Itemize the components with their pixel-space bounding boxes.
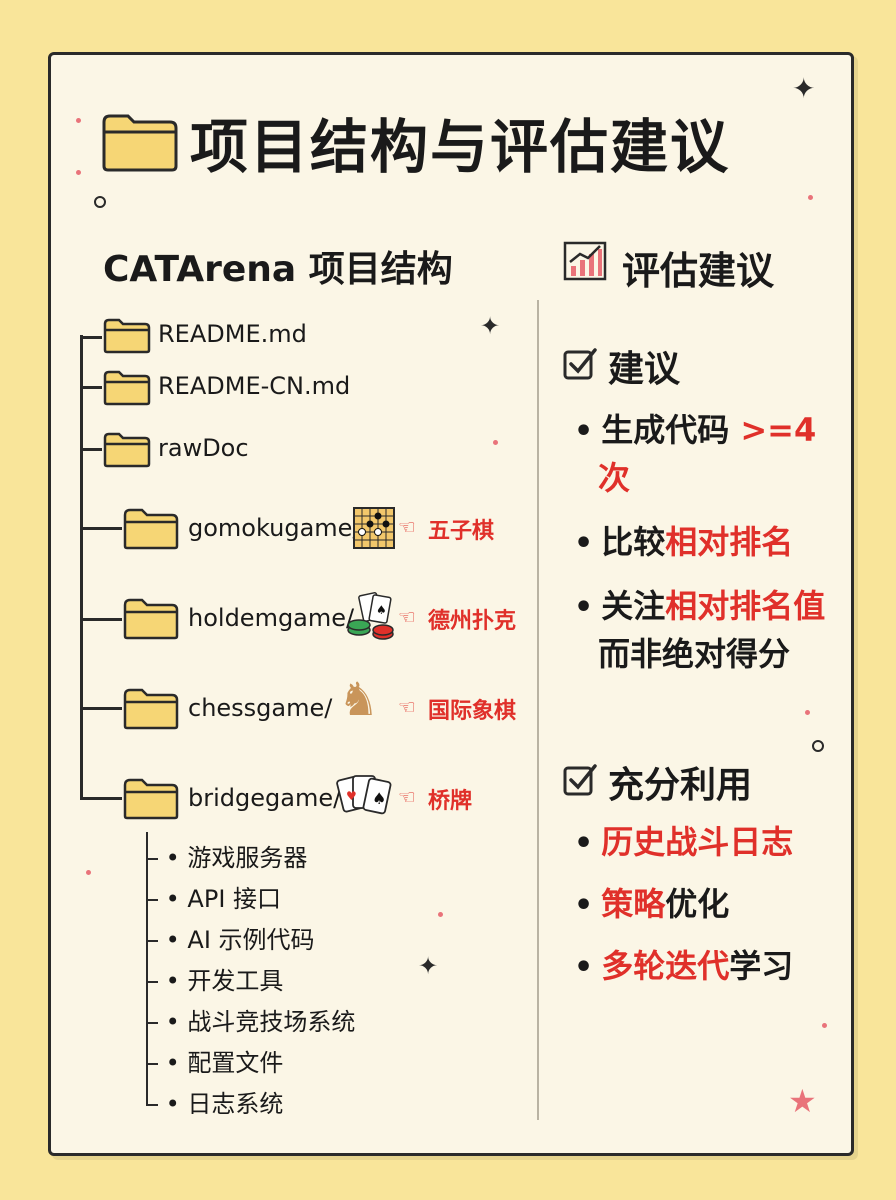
project-structure-heading: CATArena 项目结构 [103, 249, 453, 290]
folder-rawdoc[interactable]: rawDoc [158, 434, 249, 462]
sub-tree-trunk [146, 832, 148, 1104]
tree-branch [80, 618, 122, 621]
tree-trunk [80, 335, 83, 800]
chess-tag: 国际象棋 [428, 699, 517, 724]
pointing-hand-icon: ☜ [398, 605, 416, 629]
suggestions-heading: 建议 [608, 349, 681, 390]
file-readme[interactable]: README.md [158, 320, 307, 348]
component-item: • 日志系统 [146, 1084, 355, 1125]
dot-decoration [805, 710, 810, 715]
circle-decoration [812, 740, 824, 752]
folder-icon [123, 686, 179, 734]
title-folder-icon [100, 108, 180, 178]
poker-chips-icon: ♠ [345, 590, 397, 646]
tree-branch [80, 707, 122, 710]
evaluation-heading: 评估建议 [622, 249, 775, 293]
chess-knight-icon: ♞ [338, 672, 380, 726]
gomoku-tag: 五子棋 [428, 519, 495, 544]
dot-decoration [438, 912, 443, 917]
component-item: • AI 示例代码 [146, 920, 355, 961]
component-item: • 配置文件 [146, 1043, 355, 1084]
tree-branch [80, 527, 122, 530]
sparkle-icon: ✦ [792, 72, 816, 105]
circle-decoration [94, 196, 106, 208]
component-item: • API 接口 [146, 879, 355, 920]
svg-text:♠: ♠ [372, 789, 386, 808]
dot-decoration [808, 195, 813, 200]
pointing-hand-icon: ☜ [398, 515, 416, 539]
checkbox-icon [562, 762, 598, 802]
folder-gomokugame[interactable]: gomokugame/ [188, 514, 361, 542]
svg-text:♥: ♥ [346, 789, 357, 803]
svg-text:♠: ♠ [376, 603, 387, 617]
folder-chessgame[interactable]: chessgame/ [188, 694, 333, 722]
holdem-tag: 德州扑克 [428, 609, 517, 634]
playing-cards-icon: ♥ ♠ [336, 772, 392, 824]
chart-icon [562, 240, 608, 286]
component-item: • 开发工具 [146, 961, 355, 1002]
make-use-heading: 充分利用 [608, 765, 753, 806]
usage-item: •策略优化 [574, 885, 730, 923]
folder-icon [123, 776, 179, 824]
dot-decoration [76, 170, 81, 175]
content-card [48, 52, 854, 1156]
folder-icon [103, 430, 151, 472]
tree-branch [80, 448, 102, 451]
tree-branch [80, 386, 102, 389]
component-list: • 游戏服务器 • API 接口 • AI 示例代码 • 开发工具 • 战斗竞技… [146, 838, 355, 1125]
folder-icon [123, 596, 179, 644]
suggestion-item: •生成代码 >=4 次 [574, 411, 817, 497]
usage-item: •多轮迭代学习 [574, 947, 794, 985]
sparkle-icon: ✦ [418, 952, 439, 980]
star-icon: ★ [788, 1082, 817, 1120]
dot-decoration [493, 440, 498, 445]
tree-branch [80, 336, 102, 339]
page-title: 项目结构与评估建议 [190, 113, 731, 181]
folder-icon [103, 316, 151, 358]
component-item: • 战斗竞技场系统 [146, 1002, 355, 1043]
dot-decoration [86, 870, 91, 875]
dot-decoration [822, 1023, 827, 1028]
pointing-hand-icon: ☜ [398, 785, 416, 809]
bridge-tag: 桥牌 [428, 789, 473, 814]
column-divider [537, 300, 539, 1120]
usage-item: •历史战斗日志 [574, 823, 794, 861]
component-item: • 游戏服务器 [146, 838, 355, 879]
go-board-icon [353, 507, 395, 553]
folder-icon [123, 506, 179, 554]
suggestion-item: •关注相对排名值 而非绝对得分 [574, 587, 826, 673]
dot-decoration [76, 118, 81, 123]
file-readme-cn[interactable]: README-CN.md [158, 372, 351, 400]
pointing-hand-icon: ☜ [398, 695, 416, 719]
folder-icon [103, 368, 151, 410]
checkbox-icon [562, 346, 598, 386]
suggestion-item: •比较相对排名 [574, 523, 794, 561]
sparkle-icon: ✦ [480, 312, 501, 340]
folder-holdemgame[interactable]: holdemgame/ [188, 604, 355, 632]
tree-branch [80, 797, 122, 800]
folder-bridgegame[interactable]: bridgegame/ [188, 784, 342, 812]
